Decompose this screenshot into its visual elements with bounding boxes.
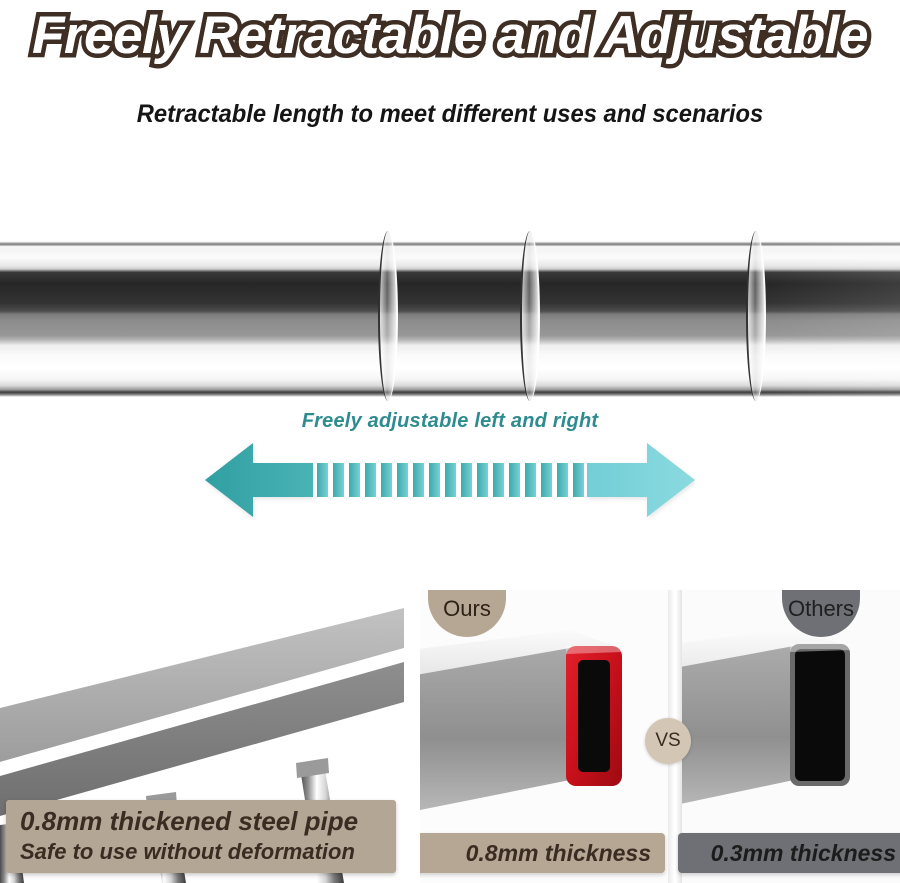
pipe-taper-shading	[760, 235, 900, 397]
label-others-thickness: 0.3mm thickness	[678, 833, 900, 873]
bidirectional-arrow-icon	[205, 443, 695, 517]
pipe-top-highlight	[0, 235, 900, 249]
left-caption-line2: Safe to use without deformation	[20, 838, 355, 864]
page-title-outline: Freely Retractable and Adjustable	[28, 3, 873, 67]
pipe-joint-ring	[746, 231, 766, 401]
arrow-caption: Freely adjustable left and right	[301, 410, 599, 432]
shelf-structure-image: 0.8mm thickened steel pipe Safe to use w…	[0, 590, 412, 883]
header-block: Freely Retractable and Adjustable Freely…	[0, 0, 900, 150]
page-title: Freely Retractable and Adjustable	[32, 6, 868, 65]
left-caption-line1: 0.8mm thickened steel pipe	[20, 806, 359, 836]
vs-badge: VS	[645, 718, 691, 764]
label-ours-thickness: 0.8mm thickness	[420, 833, 665, 873]
badge-ours: Ours	[428, 590, 506, 637]
pipe-joint-ring	[378, 231, 398, 401]
others-square-tube-illustration	[682, 628, 850, 804]
adjustable-arrow-section: Freely adjustable left and right	[0, 410, 900, 535]
page-subtitle: Retractable length to meet different use…	[136, 100, 764, 128]
ours-square-tube-illustration	[420, 630, 622, 810]
left-caption-box: 0.8mm thickened steel pipe Safe to use w…	[6, 800, 396, 873]
pipe-joint-ring	[520, 231, 540, 401]
telescoping-pipe-image	[0, 225, 900, 405]
thickness-comparison-section: Ours	[420, 590, 900, 883]
